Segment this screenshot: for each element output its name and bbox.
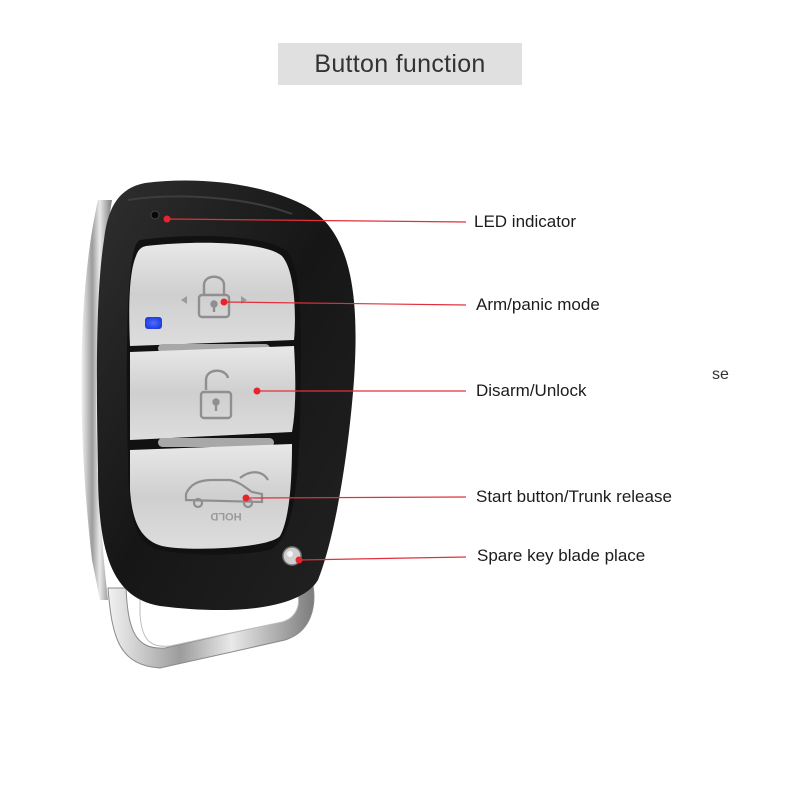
disarm-unlock-button	[130, 346, 296, 447]
label-arm-panic-mode: Arm/panic mode	[476, 295, 600, 314]
callout-lines	[166, 218, 467, 561]
lock-open-icon	[199, 369, 233, 420]
start-trunk-button: HOLD	[130, 444, 292, 549]
arm-panic-button	[129, 242, 295, 353]
chrome-trim	[81, 200, 112, 600]
label-spare-key-blade: Spare key blade place	[477, 546, 646, 565]
hold-engraving: HOLD	[210, 510, 241, 522]
label-start-trunk: Start button/Trunk release	[476, 487, 672, 506]
led-pinhole	[150, 210, 160, 220]
label-led-indicator: LED indicator	[474, 212, 577, 231]
title-banner: Button function	[278, 43, 522, 85]
lock-closed-icon	[197, 275, 231, 319]
truncated-text: se	[712, 366, 729, 383]
label-disarm-unlock: Disarm/Unlock	[476, 381, 587, 400]
blue-led	[145, 317, 162, 329]
title-text: Button function	[314, 49, 486, 78]
callout-dots	[163, 215, 303, 564]
